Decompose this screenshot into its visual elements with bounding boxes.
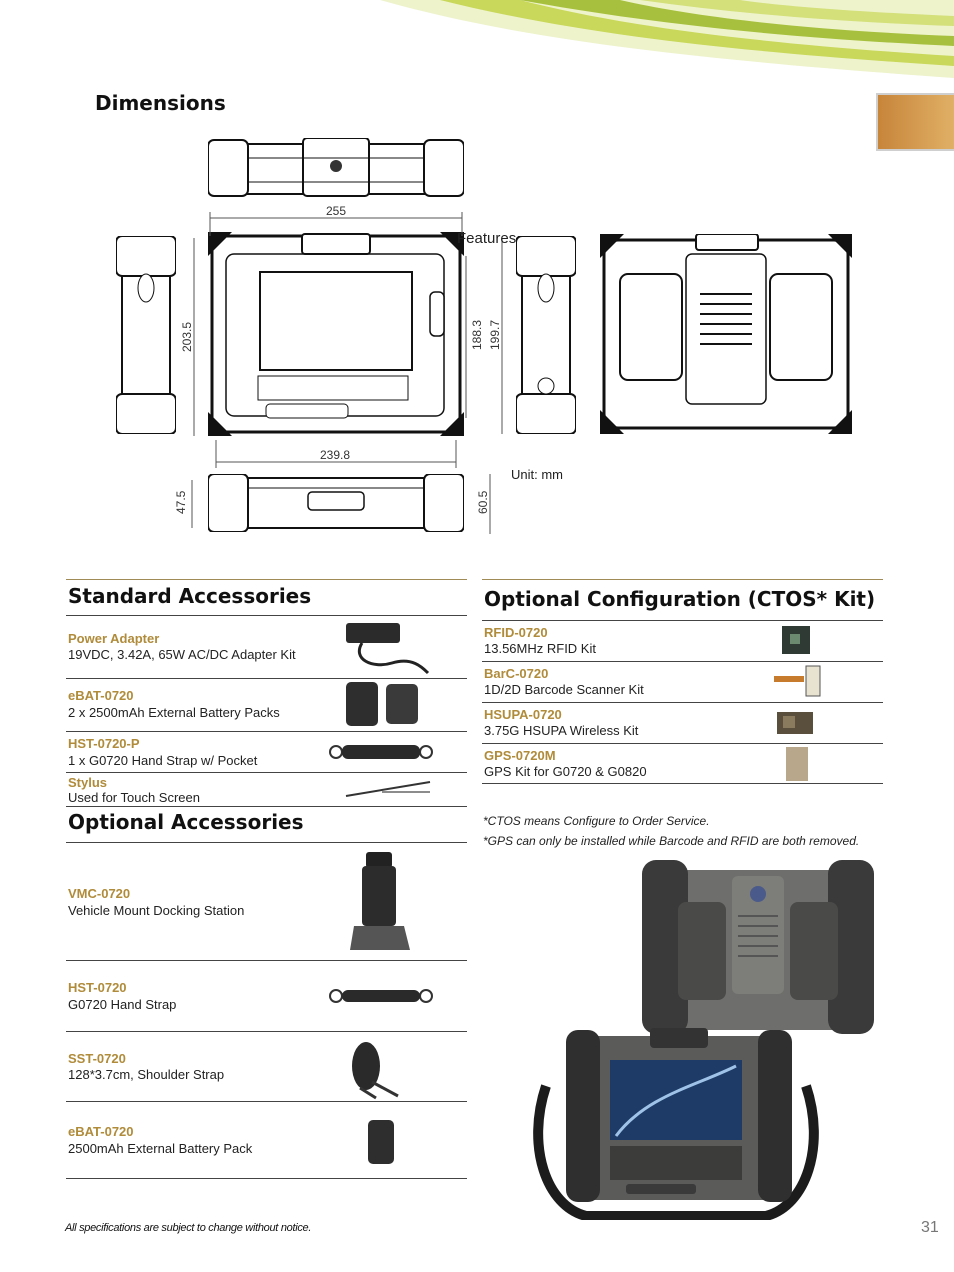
std-item-name: HST-0720-P (68, 736, 140, 751)
opt-item-name: VMC-0720 (68, 886, 131, 901)
optional-config-top-rule (482, 579, 883, 580)
header-swoosh-graphic (380, 0, 954, 78)
cfg-row-divider (482, 783, 883, 784)
optional-accessories-heading: Optional Accessories (68, 810, 304, 834)
cfg-row-divider (482, 702, 883, 703)
opt-item-desc: Vehicle Mount Docking Station (68, 903, 245, 918)
dim-top-width: 255 (326, 204, 347, 218)
hsupa-module-photo (777, 712, 813, 734)
footer-disclaimer: All specifications are subject to change… (65, 1222, 312, 1234)
cfg-item-desc: 3.75G HSUPA Wireless Kit (484, 723, 639, 738)
opt-item-desc: G0720 Hand Strap (68, 997, 177, 1012)
power-adapter-photo (346, 623, 430, 675)
opt-item-name: HST-0720 (68, 980, 127, 995)
opt-item-desc: 128*3.7cm, Shoulder Strap (68, 1067, 225, 1082)
std-item-desc: 1 x G0720 Hand Strap w/ Pocket (68, 753, 258, 768)
cfg-row-divider (482, 661, 883, 662)
hand-strap-photo (329, 745, 433, 759)
dim-front-height: 203.5 (180, 321, 194, 352)
section-tab[interactable] (876, 93, 954, 151)
barcode-module-photo (774, 665, 821, 697)
device-front-photo (533, 1028, 819, 1220)
optional-config-heading-rule (482, 620, 883, 621)
std-item-desc: 2 x 2500mAh External Battery Packs (68, 705, 280, 720)
dimension-lines (191, 212, 503, 534)
std-row-divider (66, 731, 467, 732)
gps-note: *GPS can only be installed while Barcode… (483, 834, 860, 848)
std-row-divider (66, 806, 467, 807)
opt-row-divider (66, 960, 467, 961)
standard-accessories-top-rule (66, 579, 467, 580)
std-item-desc: Used for Touch Screen (68, 790, 200, 805)
docking-station-photo (350, 852, 410, 950)
page-number: 31 (921, 1219, 939, 1236)
battery-pack-photo (346, 682, 418, 726)
opt-row-divider (66, 1101, 467, 1102)
opt-item-name: SST-0720 (68, 1051, 126, 1066)
left-side-drawing (116, 236, 176, 434)
cfg-item-name: RFID-0720 (484, 625, 548, 640)
opt-row-divider (66, 1178, 467, 1179)
rfid-module-photo (782, 626, 810, 654)
cfg-item-name: GPS-0720M (484, 748, 556, 763)
std-row-divider (66, 678, 467, 679)
std-item-name: eBAT-0720 (68, 688, 134, 703)
dim-front-inner-height: 188.3 (470, 319, 484, 350)
dimensions-heading: Dimensions (95, 91, 226, 115)
opt-item-desc: 2500mAh External Battery Pack (68, 1141, 253, 1156)
front-view-drawing (208, 232, 464, 436)
bottom-view-drawing (208, 474, 464, 532)
std-item-name: Stylus (68, 775, 108, 790)
standard-accessories-heading: Standard Accessories (68, 584, 312, 608)
cfg-item-name: BarC-0720 (484, 666, 549, 681)
top-view-drawing (208, 138, 464, 197)
unit-label: Unit: mm (511, 467, 563, 482)
std-item-desc: 19VDC, 3.42A, 65W AC/DC Adapter Kit (68, 647, 296, 662)
right-side-drawing (516, 236, 576, 434)
opt-row-divider (66, 1031, 467, 1032)
device-back-photo (642, 860, 874, 1034)
cfg-item-name: HSUPA-0720 (484, 707, 562, 722)
cfg-item-desc: GPS Kit for G0720 & G0820 (484, 764, 647, 779)
dim-side-left: 47.5 (174, 490, 188, 514)
std-item-name: Power Adapter (68, 631, 160, 646)
battery-photo (368, 1120, 394, 1164)
cfg-row-divider (482, 743, 883, 744)
opt-item-name: eBAT-0720 (68, 1124, 134, 1139)
shoulder-strap-photo (352, 1042, 399, 1100)
optional-config-heading: Optional Configuration (CTOS* Kit) (484, 587, 876, 611)
dim-side-right: 60.5 (476, 490, 490, 514)
stylus-photo (345, 781, 431, 797)
dim-bottom-width: 239.8 (320, 448, 351, 462)
gps-module-photo (786, 747, 808, 781)
hand-strap-photo (329, 989, 433, 1003)
standard-accessories-heading-rule (66, 615, 467, 616)
back-view-drawing (600, 234, 852, 434)
section-tab-label: Features (457, 230, 517, 247)
std-row-divider (66, 772, 467, 773)
ctos-note: *CTOS means Configure to Order Service. (483, 814, 710, 828)
cfg-item-desc: 13.56MHz RFID Kit (484, 641, 596, 656)
cfg-item-desc: 1D/2D Barcode Scanner Kit (484, 682, 644, 697)
dim-front-outer-height: 199.7 (488, 319, 502, 350)
optional-accessories-heading-rule (66, 842, 467, 843)
